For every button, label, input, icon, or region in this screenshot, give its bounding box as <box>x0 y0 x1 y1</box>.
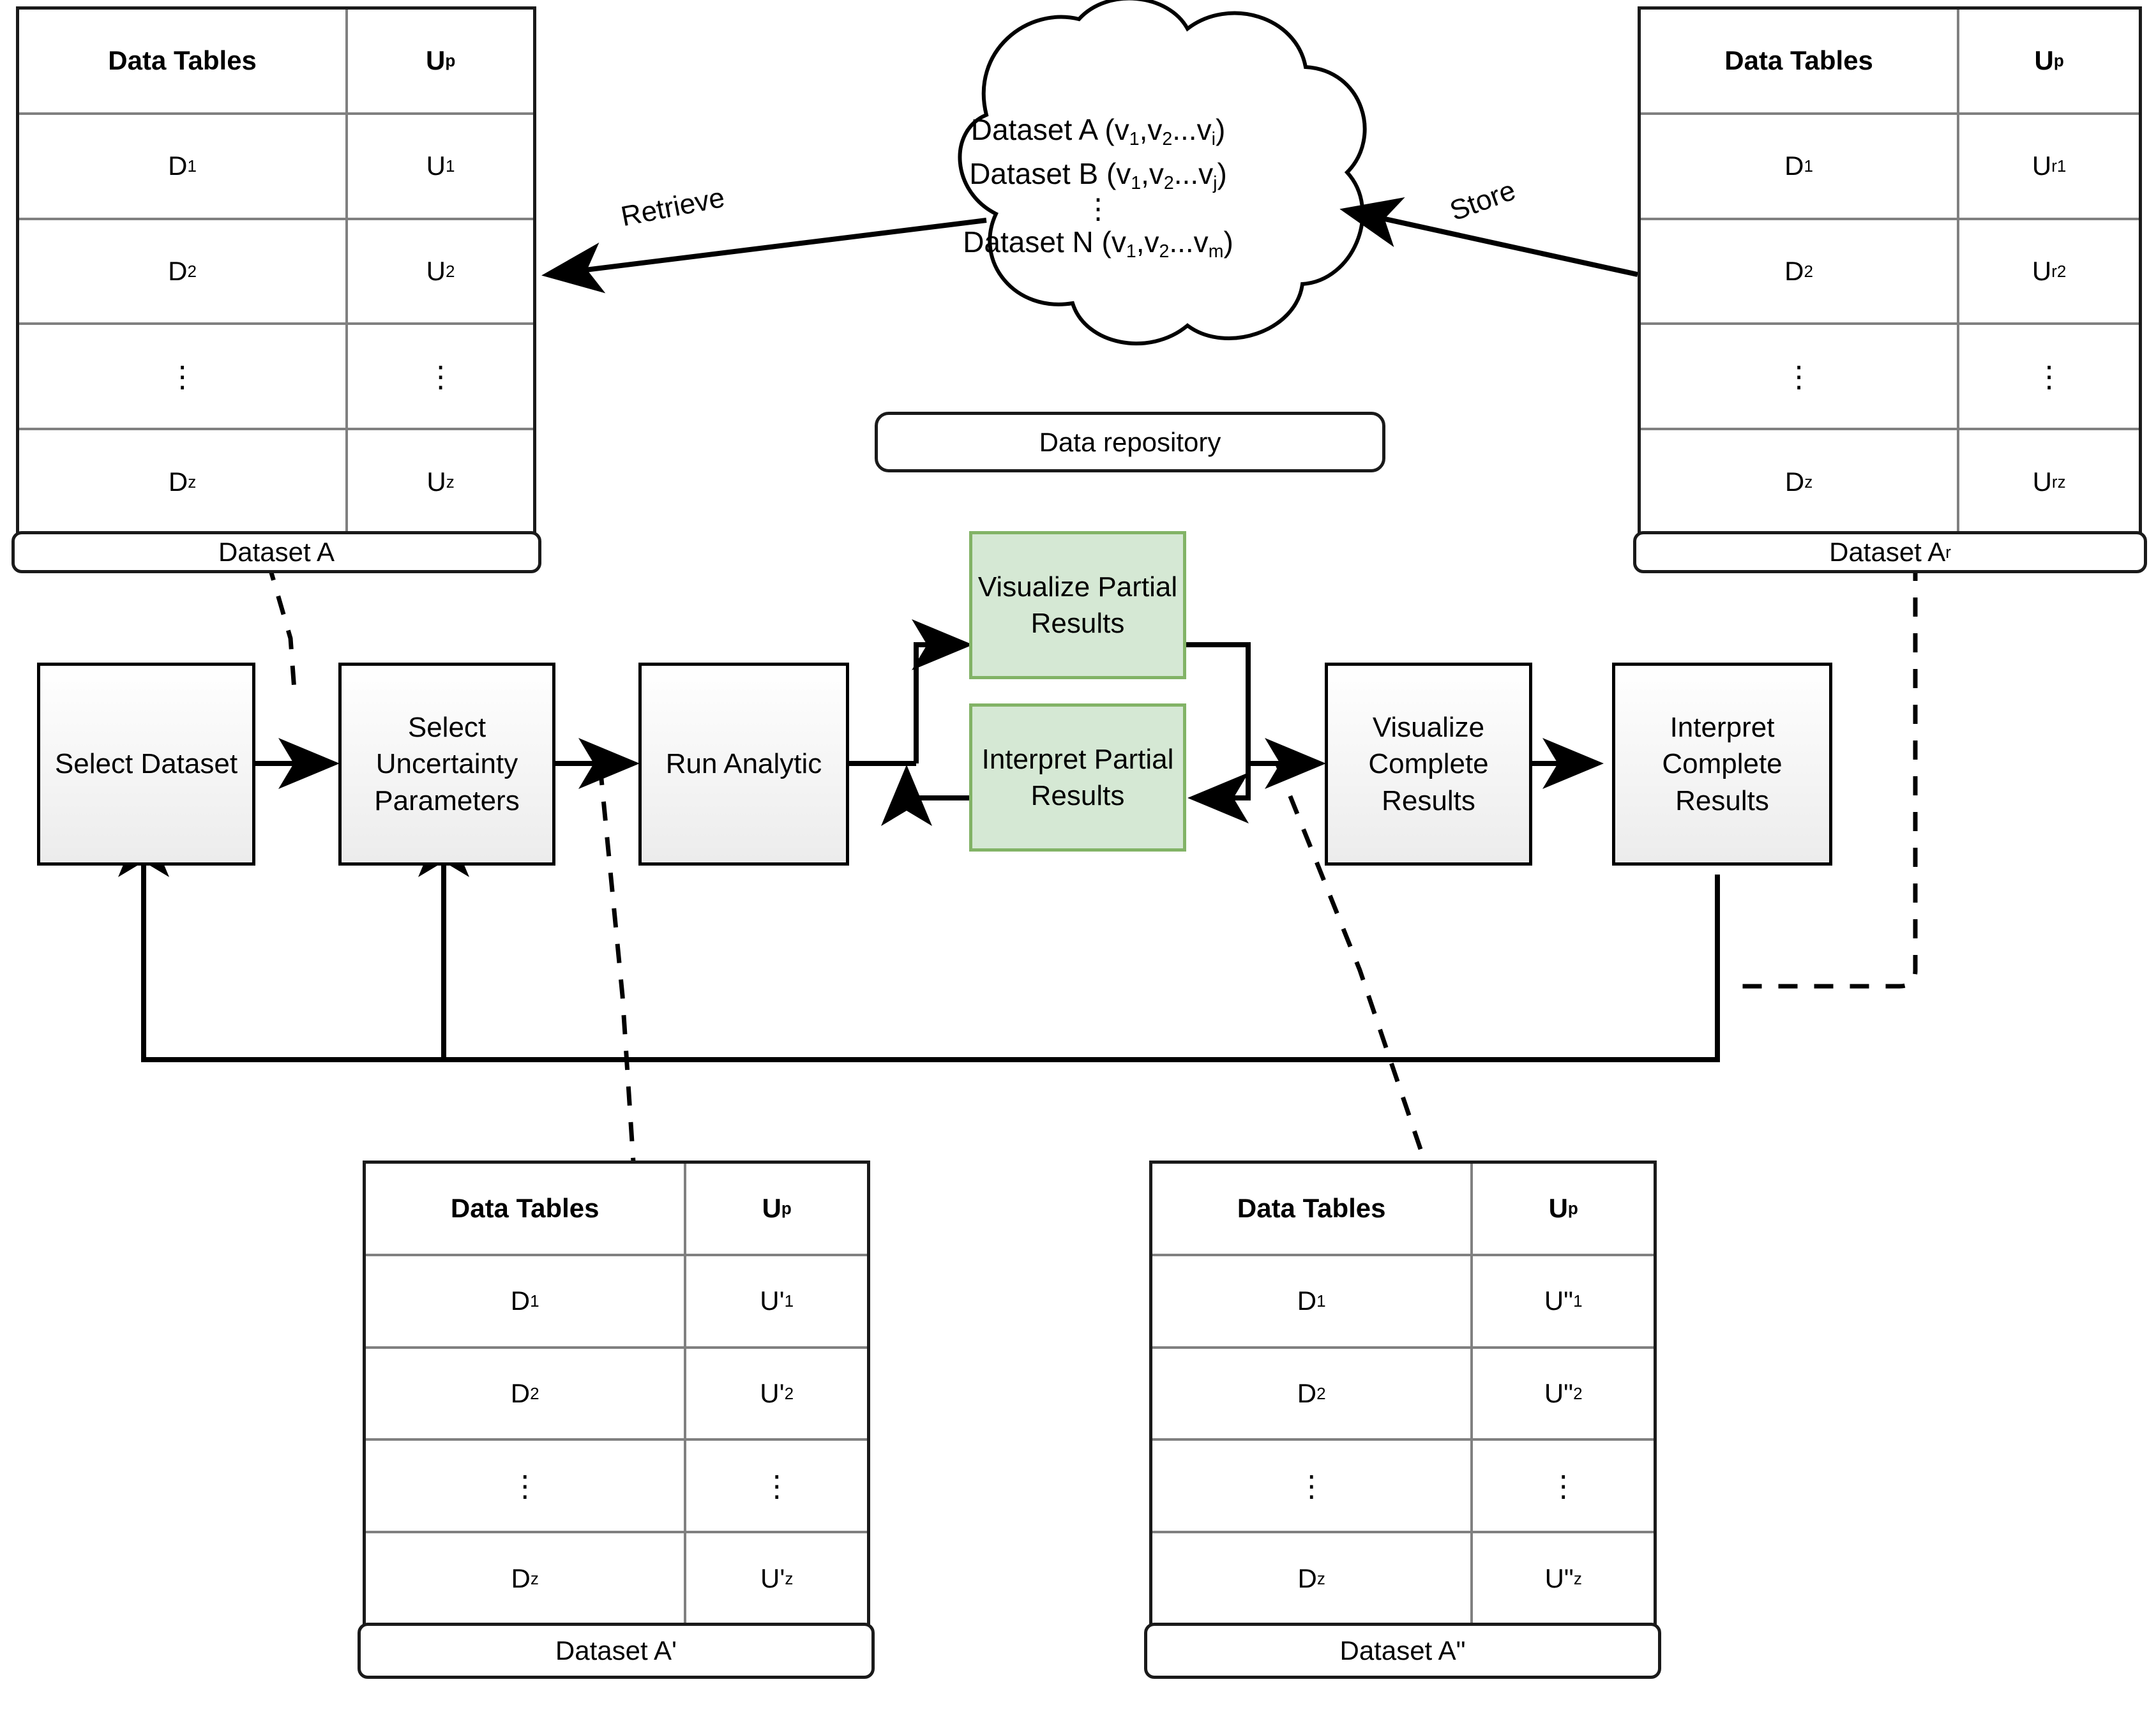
cell-ellipsis: ⋮ <box>1152 1441 1474 1531</box>
caption-dataset-a-prime: Dataset A' <box>358 1623 875 1679</box>
process-interpret-complete-results[interactable]: Interpret Complete Results <box>1612 663 1832 866</box>
repository-entry-ellipsis: ⋮ <box>1084 193 1112 225</box>
dashed-link-dataset-a <box>266 561 298 700</box>
table-row-ellipsis: ⋮ ⋮ <box>19 325 533 431</box>
cell-uncertainty: U'2 <box>760 1378 794 1408</box>
arrow-to-visualize-partial <box>912 619 973 763</box>
caption-dataset-a: Dataset A <box>11 531 541 573</box>
process-select-dataset[interactable]: Select Dataset <box>37 663 255 866</box>
header-data-tables: Data Tables <box>1152 1164 1474 1254</box>
table-row-ellipsis: ⋮ ⋮ <box>1641 325 2139 431</box>
cell-ellipsis: ⋮ <box>366 1441 687 1531</box>
caption-dataset-a-dprime: Dataset A" <box>1144 1623 1661 1679</box>
repository-entry: Dataset A (v1,v2...vi) <box>970 113 1226 149</box>
header-data-tables: Data Tables <box>1641 10 1960 112</box>
table-row-ellipsis: ⋮ ⋮ <box>366 1441 867 1534</box>
cell-uncertainty: U"2 <box>1544 1378 1583 1408</box>
cell-ellipsis: ⋮ <box>2034 359 2064 393</box>
arrow-interpret-partial-feedback <box>881 765 969 826</box>
arrow-visualize-to-interpret-partial <box>1186 642 1251 823</box>
cell-uncertainty: U'z <box>760 1563 794 1593</box>
store-arrow <box>1339 197 1638 277</box>
process-run-analytic[interactable]: Run Analytic <box>638 663 849 866</box>
process-visualize-partial-results[interactable]: Visualize Partial Results <box>969 531 1186 679</box>
cell-ellipsis: ⋮ <box>19 325 349 428</box>
cell-uncertainty: U"1 <box>1544 1286 1583 1316</box>
edge-label-retrieve: Retrieve <box>618 181 727 233</box>
repository-entries: Dataset A (v1,v2...vi) Dataset B (v1,v2.… <box>881 109 1315 265</box>
process-interpret-partial-results[interactable]: Interpret Partial Results <box>969 703 1186 852</box>
cell-ellipsis: ⋮ <box>1548 1469 1578 1503</box>
dashed-link-dataset-a-prime <box>598 765 636 1162</box>
caption-data-repository: Data repository <box>875 412 1385 472</box>
cell-uncertainty: U'1 <box>760 1286 794 1316</box>
process-select-uncertainty-parameters[interactable]: Select Uncertainty Parameters <box>338 663 555 866</box>
header-data-tables: Data Tables <box>19 10 349 112</box>
header-data-tables: Data Tables <box>366 1164 687 1254</box>
cell-ellipsis: ⋮ <box>762 1469 792 1503</box>
cell-ellipsis: ⋮ <box>426 359 456 393</box>
table-row-ellipsis: ⋮ ⋮ <box>1152 1441 1654 1534</box>
repository-entry: Dataset N (v1,v2...vm) <box>963 225 1233 262</box>
cell-uncertainty: U"z <box>1544 1563 1582 1593</box>
repository-entry: Dataset B (v1,v2...vj) <box>969 157 1227 194</box>
process-visualize-complete-results[interactable]: Visualize Complete Results <box>1325 663 1532 866</box>
edge-label-store: Store <box>1445 174 1520 227</box>
cell-ellipsis: ⋮ <box>1641 325 1960 428</box>
